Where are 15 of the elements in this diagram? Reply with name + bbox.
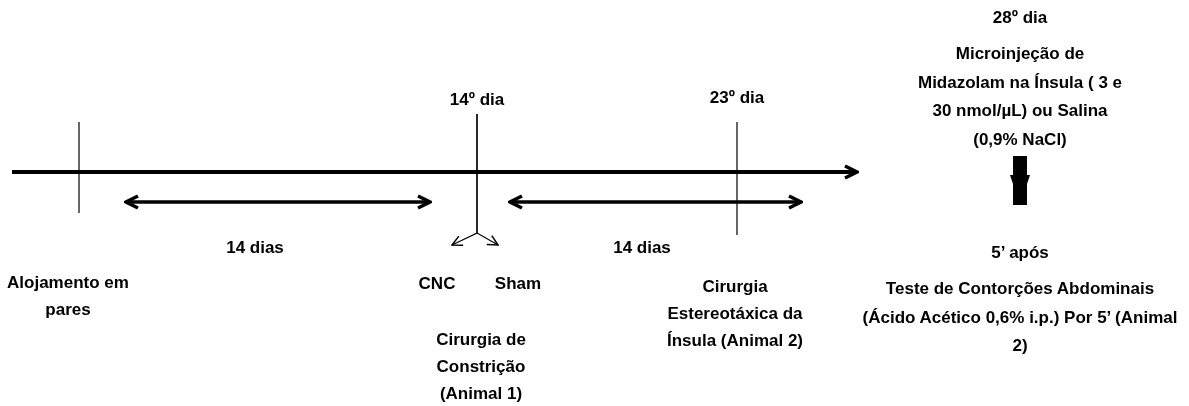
heading-text: Sham	[493, 273, 543, 295]
heading-text: 28º dia	[991, 7, 1049, 29]
step-text: Microinjeção de Midazolam na Ínsula ( 3 e 30 nmol/µL) ou Salina (0,9% NaCl)	[916, 43, 1124, 151]
step-label: Alojamento em pares	[6, 272, 130, 321]
block-arrow	[1010, 156, 1030, 205]
duration-label: 14 dias	[612, 237, 672, 259]
step-text: Teste de Contorções Abdominais (Ácido Acético 0,6% i.p.) Por 5’ (Animal 2)	[861, 278, 1179, 357]
branch-arrow	[476, 113, 499, 246]
heading-text: CNC	[417, 273, 457, 295]
duration-label: 14 dias	[225, 237, 285, 259]
heading-text: 14º dia	[448, 89, 506, 111]
heading-text: 5’ após	[990, 242, 1050, 264]
day-label: 23º dia	[708, 87, 766, 109]
step-label: Cirurgia de Constrição (Animal 1)	[435, 329, 527, 405]
step-label: Cirurgia Estereotáxica da Ínsula (Animal 2)	[666, 276, 804, 352]
